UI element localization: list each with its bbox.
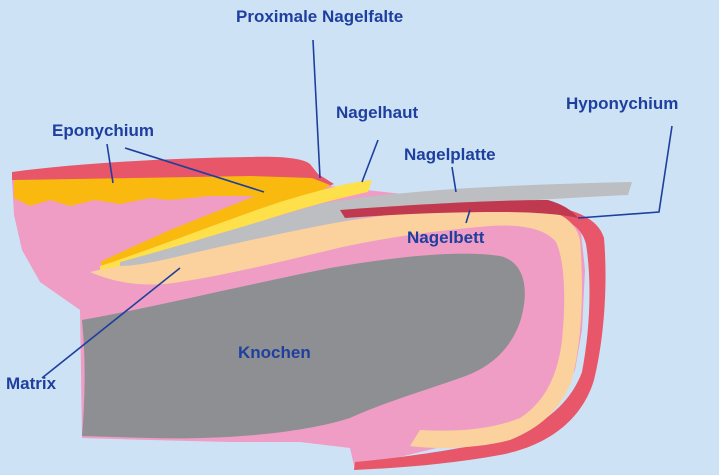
leader-nail-plate bbox=[452, 167, 456, 192]
leader-cuticle bbox=[362, 140, 378, 182]
label-nail-plate: Nagelplatte bbox=[404, 145, 496, 165]
leader-hyponychium bbox=[578, 126, 672, 218]
leader-proximal-fold bbox=[313, 40, 320, 178]
label-hyponychium: Hyponychium bbox=[566, 94, 678, 114]
label-bone: Knochen bbox=[238, 343, 311, 363]
label-proximal-nail-fold: Proximale Nagelfalte bbox=[236, 7, 403, 27]
label-cuticle: Nagelhaut bbox=[336, 103, 418, 123]
label-matrix: Matrix bbox=[6, 374, 56, 394]
label-eponychium: Eponychium bbox=[52, 121, 154, 141]
label-nail-bed: Nagelbett bbox=[407, 228, 484, 248]
